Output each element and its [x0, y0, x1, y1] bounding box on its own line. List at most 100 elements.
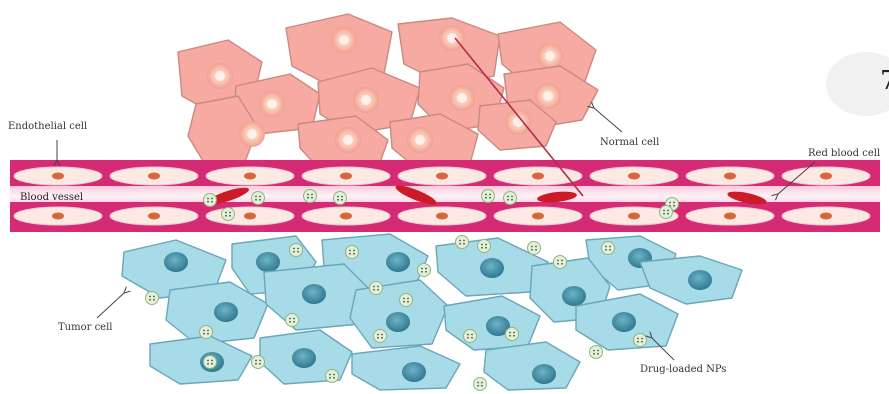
normal-cell-nucleolus [361, 95, 371, 105]
np-drug-dot [485, 244, 487, 246]
np-drug-dot [229, 215, 231, 217]
np-drug-dot [531, 246, 533, 248]
np-drug-dot [531, 249, 533, 251]
tumor-cell-nucleus [386, 252, 410, 272]
np-drug-dot [513, 332, 515, 334]
endothelial-nucleus [340, 213, 352, 220]
np-drug-dot [337, 196, 339, 198]
np-drug-dot [311, 194, 313, 196]
np-drug-dot [557, 263, 559, 265]
drug-loaded-np [204, 194, 217, 207]
np-drug-dot [259, 363, 261, 365]
endothelial-nucleus [820, 173, 832, 180]
np-drug-dot [609, 246, 611, 248]
drug-loaded-np [478, 240, 491, 253]
np-drug-dot [641, 341, 643, 343]
label-endothelial-cell: Endothelial cell [8, 121, 87, 132]
drug-loaded-np [346, 246, 359, 259]
endothelial-nucleus [436, 173, 448, 180]
drug-loaded-np [464, 330, 477, 343]
np-drug-dot [669, 202, 671, 204]
np-drug-dot [255, 360, 257, 362]
endothelial-nucleus [532, 173, 544, 180]
normal-cell-nucleolus [247, 129, 257, 139]
drug-loaded-np [146, 292, 159, 305]
tumor-cell-nucleus [688, 270, 712, 290]
np-drug-dot [507, 196, 509, 198]
np-drug-dot [597, 353, 599, 355]
endothelial-nucleus [340, 173, 352, 180]
tumor-cell-nucleus [302, 284, 326, 304]
np-drug-dot [207, 360, 209, 362]
np-drug-dot [353, 250, 355, 252]
np-drug-dot [293, 248, 295, 250]
label-tumor-cell: Tumor cell [58, 322, 113, 333]
normal-cell-nucleolus [339, 35, 349, 45]
drug-loaded-np [290, 244, 303, 257]
np-drug-dot [511, 199, 513, 201]
drug-loaded-np [590, 346, 603, 359]
drug-loaded-np [504, 192, 517, 205]
np-drug-dot [373, 286, 375, 288]
np-drug-dot [293, 321, 295, 323]
label-drug-loaded-nps: Drug-loaded NPs [640, 364, 726, 375]
np-drug-dot [293, 251, 295, 253]
np-drug-dot [207, 363, 209, 365]
np-drug-dot [477, 382, 479, 384]
np-drug-dot [667, 210, 669, 212]
np-drug-dot [149, 299, 151, 301]
np-drug-dot [463, 243, 465, 245]
tumor-cell-nucleus [532, 364, 556, 384]
np-drug-dot [425, 271, 427, 273]
endothelial-nucleus [532, 213, 544, 220]
np-drug-dot [637, 338, 639, 340]
np-drug-dot [467, 337, 469, 339]
np-drug-dot [481, 382, 483, 384]
endothelial-nucleus [820, 213, 832, 220]
endothelial-nucleus [628, 213, 640, 220]
label-normal-cell: Normal cell [600, 137, 659, 148]
endothelial-nucleus [724, 213, 736, 220]
np-drug-dot [341, 199, 343, 201]
endothelial-nucleus [52, 173, 64, 180]
np-drug-dot [149, 296, 151, 298]
np-drug-dot [421, 268, 423, 270]
np-drug-dot [485, 247, 487, 249]
np-drug-dot [255, 196, 257, 198]
np-drug-dot [471, 334, 473, 336]
normal-cell-nucleolus [457, 93, 467, 103]
drug-loaded-np [200, 326, 213, 339]
drug-loaded-np [370, 282, 383, 295]
np-drug-dot [593, 353, 595, 355]
drug-loaded-np [456, 236, 469, 249]
drug-loaded-np [474, 378, 487, 391]
np-drug-dot [229, 212, 231, 214]
tumor-cell-nucleus [164, 252, 188, 272]
drug-loaded-np [418, 264, 431, 277]
np-drug-dot [663, 210, 665, 212]
np-drug-dot [255, 363, 257, 365]
label-blood-vessel: Blood vessel [20, 192, 83, 203]
np-drug-dot [203, 333, 205, 335]
np-drug-dot [477, 385, 479, 387]
np-drug-dot [153, 299, 155, 301]
np-drug-dot [259, 360, 261, 362]
np-drug-dot [509, 332, 511, 334]
np-drug-dot [605, 246, 607, 248]
endothelial-nucleus [148, 213, 160, 220]
drug-loaded-np [660, 206, 673, 219]
np-drug-dot [403, 301, 405, 303]
tumor-cell-nucleus [402, 362, 426, 382]
np-drug-dot [377, 286, 379, 288]
np-drug-dot [207, 333, 209, 335]
np-drug-dot [673, 202, 675, 204]
np-drug-dot [377, 337, 379, 339]
tumor-cell [484, 342, 580, 390]
np-drug-dot [329, 374, 331, 376]
tumor-cell-nucleus [214, 302, 238, 322]
np-drug-dot [297, 248, 299, 250]
drug-loaded-np [634, 334, 647, 347]
np-drug-dot [593, 350, 595, 352]
endothelial-nucleus [244, 213, 256, 220]
